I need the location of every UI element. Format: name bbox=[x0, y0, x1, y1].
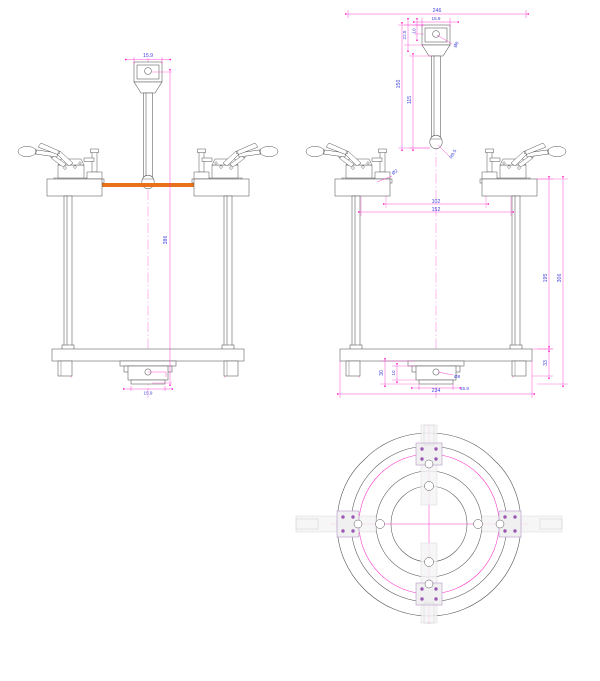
dimensions-left bbox=[123, 57, 173, 391]
dim-right-plunger-bore-dia: Ø8 bbox=[452, 40, 460, 48]
front-view-left: 15.9 386 15.9 bbox=[17, 53, 278, 398]
dim-right-plunger-length: 150 bbox=[396, 80, 402, 89]
support-posts-left bbox=[61, 195, 235, 351]
center-mount-block-right bbox=[407, 360, 465, 385]
dim-right-outer-clamp-spacing: 152 bbox=[432, 207, 441, 213]
base-plate-left bbox=[51, 348, 245, 377]
dim-right-plunger-head-width: 15.9 bbox=[432, 16, 441, 21]
dim-right-plunger-head-height: 22.5 bbox=[402, 30, 407, 39]
dim-right-overall-top-width: 246 bbox=[433, 8, 442, 14]
dim-right-frame-height: 306 bbox=[557, 274, 563, 283]
dim-right-post-height: 195 bbox=[543, 274, 549, 283]
dim-left-overall-height: 386 bbox=[163, 236, 169, 245]
dim-right-plunger-head-offset: 10 bbox=[412, 28, 417, 34]
workpiece-plate-left bbox=[88, 183, 208, 187]
dim-right-overall-base-width: 234 bbox=[432, 388, 441, 394]
dim-right-pad-bore-dia: Ø2 bbox=[391, 168, 399, 176]
dim-left-base-block-width: 15.9 bbox=[144, 391, 153, 396]
top-view-clamp-south bbox=[415, 542, 443, 624]
dim-right-base-block-width: 15.9 bbox=[460, 386, 469, 391]
front-view-right: 246 15.9 22.5 10 Ø8 150 115 R9.5 Ø2 102 … bbox=[305, 8, 568, 398]
support-posts-right bbox=[349, 195, 523, 351]
top-mounting-plate-left bbox=[46, 178, 250, 197]
dimensions-right bbox=[337, 10, 568, 398]
dim-right-base-plate-thickness: 10 bbox=[391, 370, 396, 376]
top-view-clamp-north bbox=[415, 424, 443, 506]
top-view-clamp-east bbox=[473, 510, 563, 538]
base-plate-right bbox=[339, 348, 533, 377]
center-mount-block-left bbox=[119, 360, 177, 385]
dim-right-base-bore-dia: Ø8 bbox=[454, 374, 461, 379]
plunger-assembly-right bbox=[421, 24, 451, 150]
dim-right-base-block-height: 30 bbox=[379, 370, 385, 376]
dim-right-plunger-shank: 115 bbox=[407, 96, 413, 104]
dim-right-foot-height: 33 bbox=[543, 360, 549, 366]
top-view bbox=[295, 424, 563, 624]
top-view-clamp-west bbox=[295, 510, 385, 538]
top-mounting-plate-right bbox=[334, 178, 538, 197]
dim-left-plunger-width: 15.9 bbox=[143, 53, 153, 59]
dim-right-ball-radius: R9.5 bbox=[448, 148, 457, 159]
dim-right-inner-clamp-spacing: 102 bbox=[432, 199, 441, 205]
